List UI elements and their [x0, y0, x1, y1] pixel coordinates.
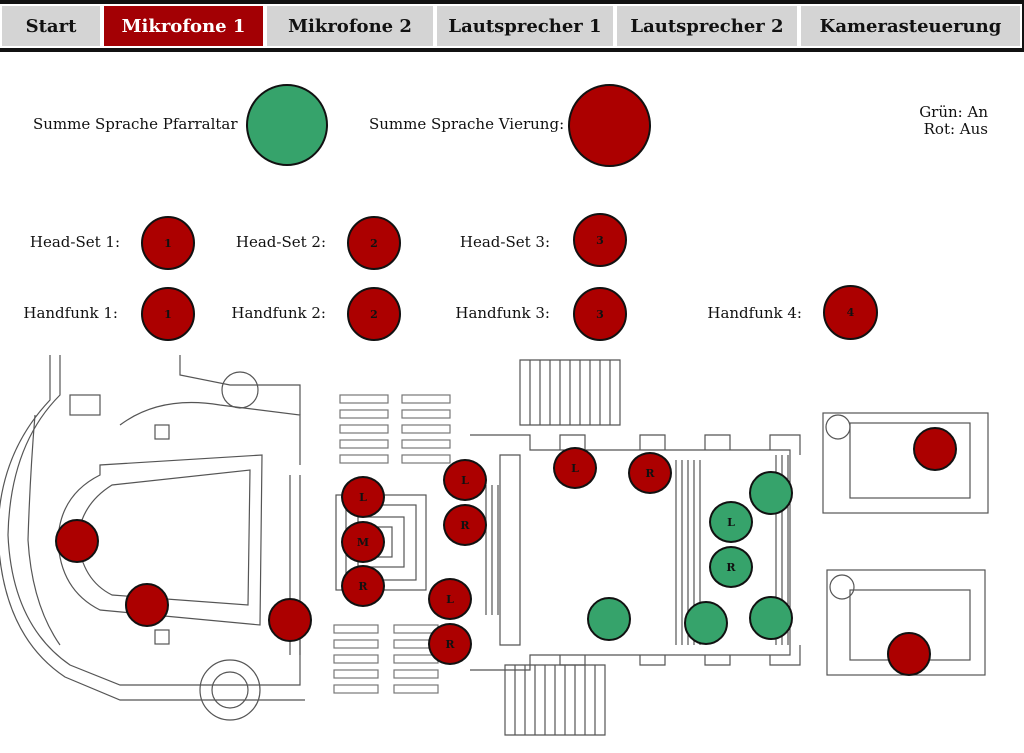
plan-mic-lower-l[interactable]: L [428, 578, 472, 620]
headset-2-toggle[interactable]: 2 [347, 216, 401, 270]
handfunk-3-label: Handfunk 3: [455, 304, 550, 322]
plan-mic-altar-m[interactable]: M [341, 521, 385, 563]
plan-mic-nave-l[interactable]: L [553, 447, 597, 489]
summe-vierung-toggle[interactable] [568, 84, 651, 167]
plan-mic-nave-upper-right[interactable] [749, 471, 793, 515]
plan-mic-nave-r[interactable]: R [628, 452, 672, 494]
plan-mic-side-room-upper[interactable] [913, 427, 957, 471]
church-floor-plan [0, 355, 989, 736]
handfunk-1-label: Handfunk 1: [23, 304, 118, 322]
headset-3-number: 3 [596, 233, 604, 247]
handfunk-2-number: 2 [370, 307, 378, 321]
plan-mic-nave-bottom-right[interactable] [749, 596, 793, 640]
legend-green: Grün: An [919, 103, 988, 121]
plan-mic-nave-bottom-middle[interactable] [684, 601, 728, 645]
summe-pfarraltar-toggle[interactable] [246, 84, 328, 166]
plan-mic-lower-r-label: R [445, 637, 455, 651]
handfunk-4-number: 4 [846, 306, 855, 319]
plan-mic-side-room-lower[interactable] [887, 632, 931, 676]
handfunk-3-number: 3 [596, 307, 604, 321]
plan-mic-apse-right[interactable] [268, 598, 312, 642]
handfunk-1-toggle[interactable]: 1 [141, 287, 195, 341]
plan-mic-nave-l-label: L [571, 461, 579, 475]
headset-2-label: Head-Set 2: [235, 233, 326, 251]
headset-1-toggle[interactable]: 1 [141, 216, 195, 270]
handfunk-2-toggle[interactable]: 2 [347, 287, 401, 341]
plan-mic-lower-l-label: L [446, 592, 454, 606]
tab-bar: Start Mikrofone 1 Mikrofone 2 Lautsprech… [0, 0, 1024, 52]
tab-kamerasteuerung[interactable]: Kamerasteuerung [799, 4, 1022, 48]
plan-mic-organ-r[interactable]: R [709, 546, 753, 588]
headset-1-number: 1 [164, 236, 172, 250]
headset-1-label: Head-Set 1: [29, 233, 120, 251]
tab-start[interactable]: Start [0, 4, 102, 48]
plan-mic-apse-bottom[interactable] [125, 583, 169, 627]
plan-mic-ambo-l-label: L [461, 473, 469, 487]
headset-2-number: 2 [370, 236, 378, 250]
plan-mic-organ-l[interactable]: L [709, 501, 753, 543]
legend-red: Rot: Aus [923, 120, 988, 138]
plan-mic-altar-r-label: R [358, 579, 368, 593]
plan-mic-organ-r-label: R [726, 560, 736, 574]
summe-vierung-label: Summe Sprache Vierung: [369, 115, 565, 133]
tab-lautsprecher-1[interactable]: Lautsprecher 1 [435, 4, 615, 48]
plan-mic-nave-r-label: R [645, 466, 655, 480]
plan-mic-altar-l[interactable]: L [341, 476, 385, 518]
summe-pfarraltar-label: Summe Sprache Pfarraltar [33, 115, 238, 133]
plan-mic-altar-r[interactable]: R [341, 565, 385, 607]
plan-mic-ambo-r[interactable]: R [443, 504, 487, 546]
headset-3-label: Head-Set 3: [459, 233, 550, 251]
tab-mikrofone-1[interactable]: Mikrofone 1 [102, 4, 265, 48]
plan-mic-lower-r[interactable]: R [428, 623, 472, 665]
plan-mic-ambo-r-label: R [460, 518, 470, 532]
plan-mic-altar-m-label: M [356, 535, 370, 549]
handfunk-4-toggle[interactable]: 4 [823, 285, 878, 340]
tab-lautsprecher-2[interactable]: Lautsprecher 2 [615, 4, 799, 48]
plan-mic-apse-left[interactable] [55, 519, 99, 563]
plan-mic-altar-l-label: L [359, 490, 367, 504]
headset-3-toggle[interactable]: 3 [573, 213, 627, 267]
handfunk-2-label: Handfunk 2: [231, 304, 326, 322]
handfunk-4-label: Handfunk 4: [707, 304, 802, 322]
plan-mic-organ-l-label: L [727, 515, 735, 529]
handfunk-1-number: 1 [164, 307, 172, 321]
plan-mic-nave-bottom-left[interactable] [587, 597, 631, 641]
legend: Grün: An Rot: Aus [919, 104, 988, 138]
plan-mic-ambo-l[interactable]: L [443, 459, 487, 501]
tab-mikrofone-2[interactable]: Mikrofone 2 [265, 4, 435, 48]
handfunk-3-toggle[interactable]: 3 [573, 287, 627, 341]
